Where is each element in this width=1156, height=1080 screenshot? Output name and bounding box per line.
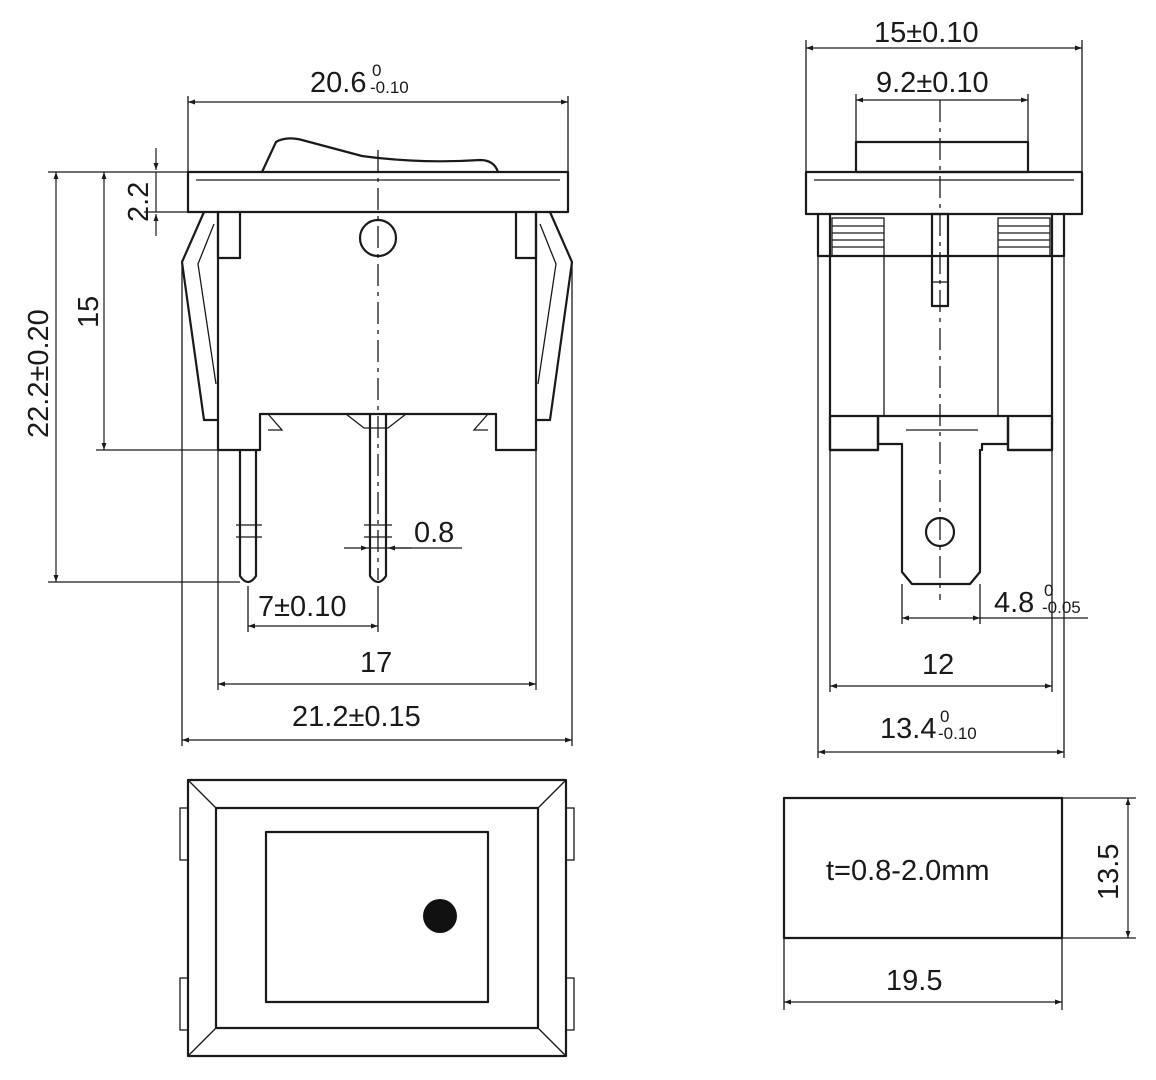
side-flange	[804, 170, 1084, 216]
side-terminal-width-label: 4.8	[994, 587, 1034, 619]
front-body-height-label: 15	[73, 296, 105, 328]
center-pin	[368, 412, 388, 584]
left-pin	[238, 448, 258, 584]
front-span-label: 17	[360, 647, 392, 679]
top-inner-frame	[214, 806, 540, 1030]
left-spring-latch	[180, 210, 220, 422]
rocker-actuator	[260, 137, 500, 174]
front-top-width-tol-upper: 0	[372, 61, 381, 80]
front-overall-height-label: 22.2±0.20	[23, 309, 55, 438]
top-indicator-dot	[423, 899, 457, 933]
cutout-thickness-note: t=0.8-2.0mm	[826, 855, 990, 887]
right-grip-ribs	[997, 217, 1051, 257]
front-flange-height-label: 2.2	[123, 182, 155, 222]
side-top-width-label: 15±0.10	[874, 17, 979, 49]
side-actuator-width-label: 9.2±0.10	[876, 67, 989, 99]
left-grip-ribs	[831, 217, 885, 257]
front-top-width-tol-lower: -0.10	[370, 78, 409, 97]
side-actuator	[854, 140, 1030, 174]
side-view: 15±0.10 9.2±0.10 4.8 0 -0.05 12 13.4 0 -…	[804, 17, 1088, 758]
front-housing	[216, 210, 538, 452]
panel-cutout: t=0.8-2.0mm 13.5 19.5	[782, 796, 1136, 1010]
side-body-width-label: 12	[922, 649, 954, 681]
front-pin-pitch-label: 7±0.10	[258, 591, 347, 623]
front-view: 20.6 0 -0.10 2.2 15 22.2±0.20 0.8 7±0.10	[23, 61, 574, 746]
front-overall-width-label: 21.2±0.15	[292, 701, 421, 733]
side-terminal-width-tol-upper: 0	[1044, 581, 1053, 600]
front-pin-width-label: 0.8	[414, 517, 454, 549]
cutout-width-label: 19.5	[886, 965, 942, 997]
cutout-height-label: 13.5	[1093, 844, 1125, 900]
side-terminal-width-tol-lower: -0.05	[1042, 598, 1081, 617]
side-housing	[828, 212, 1054, 452]
cutout-rectangle	[782, 796, 1064, 940]
side-overall-width-tol-upper: 0	[940, 707, 949, 726]
side-overall-width-tol-lower: -0.10	[938, 724, 977, 743]
top-rocker-face	[264, 830, 490, 1004]
front-top-width-label: 20.6	[310, 67, 366, 99]
side-terminal	[900, 448, 982, 586]
right-spring-latch	[534, 210, 574, 422]
top-view	[179, 778, 575, 1058]
side-overall-width-label: 13.4	[880, 713, 936, 745]
top-outer-frame	[186, 778, 568, 1058]
